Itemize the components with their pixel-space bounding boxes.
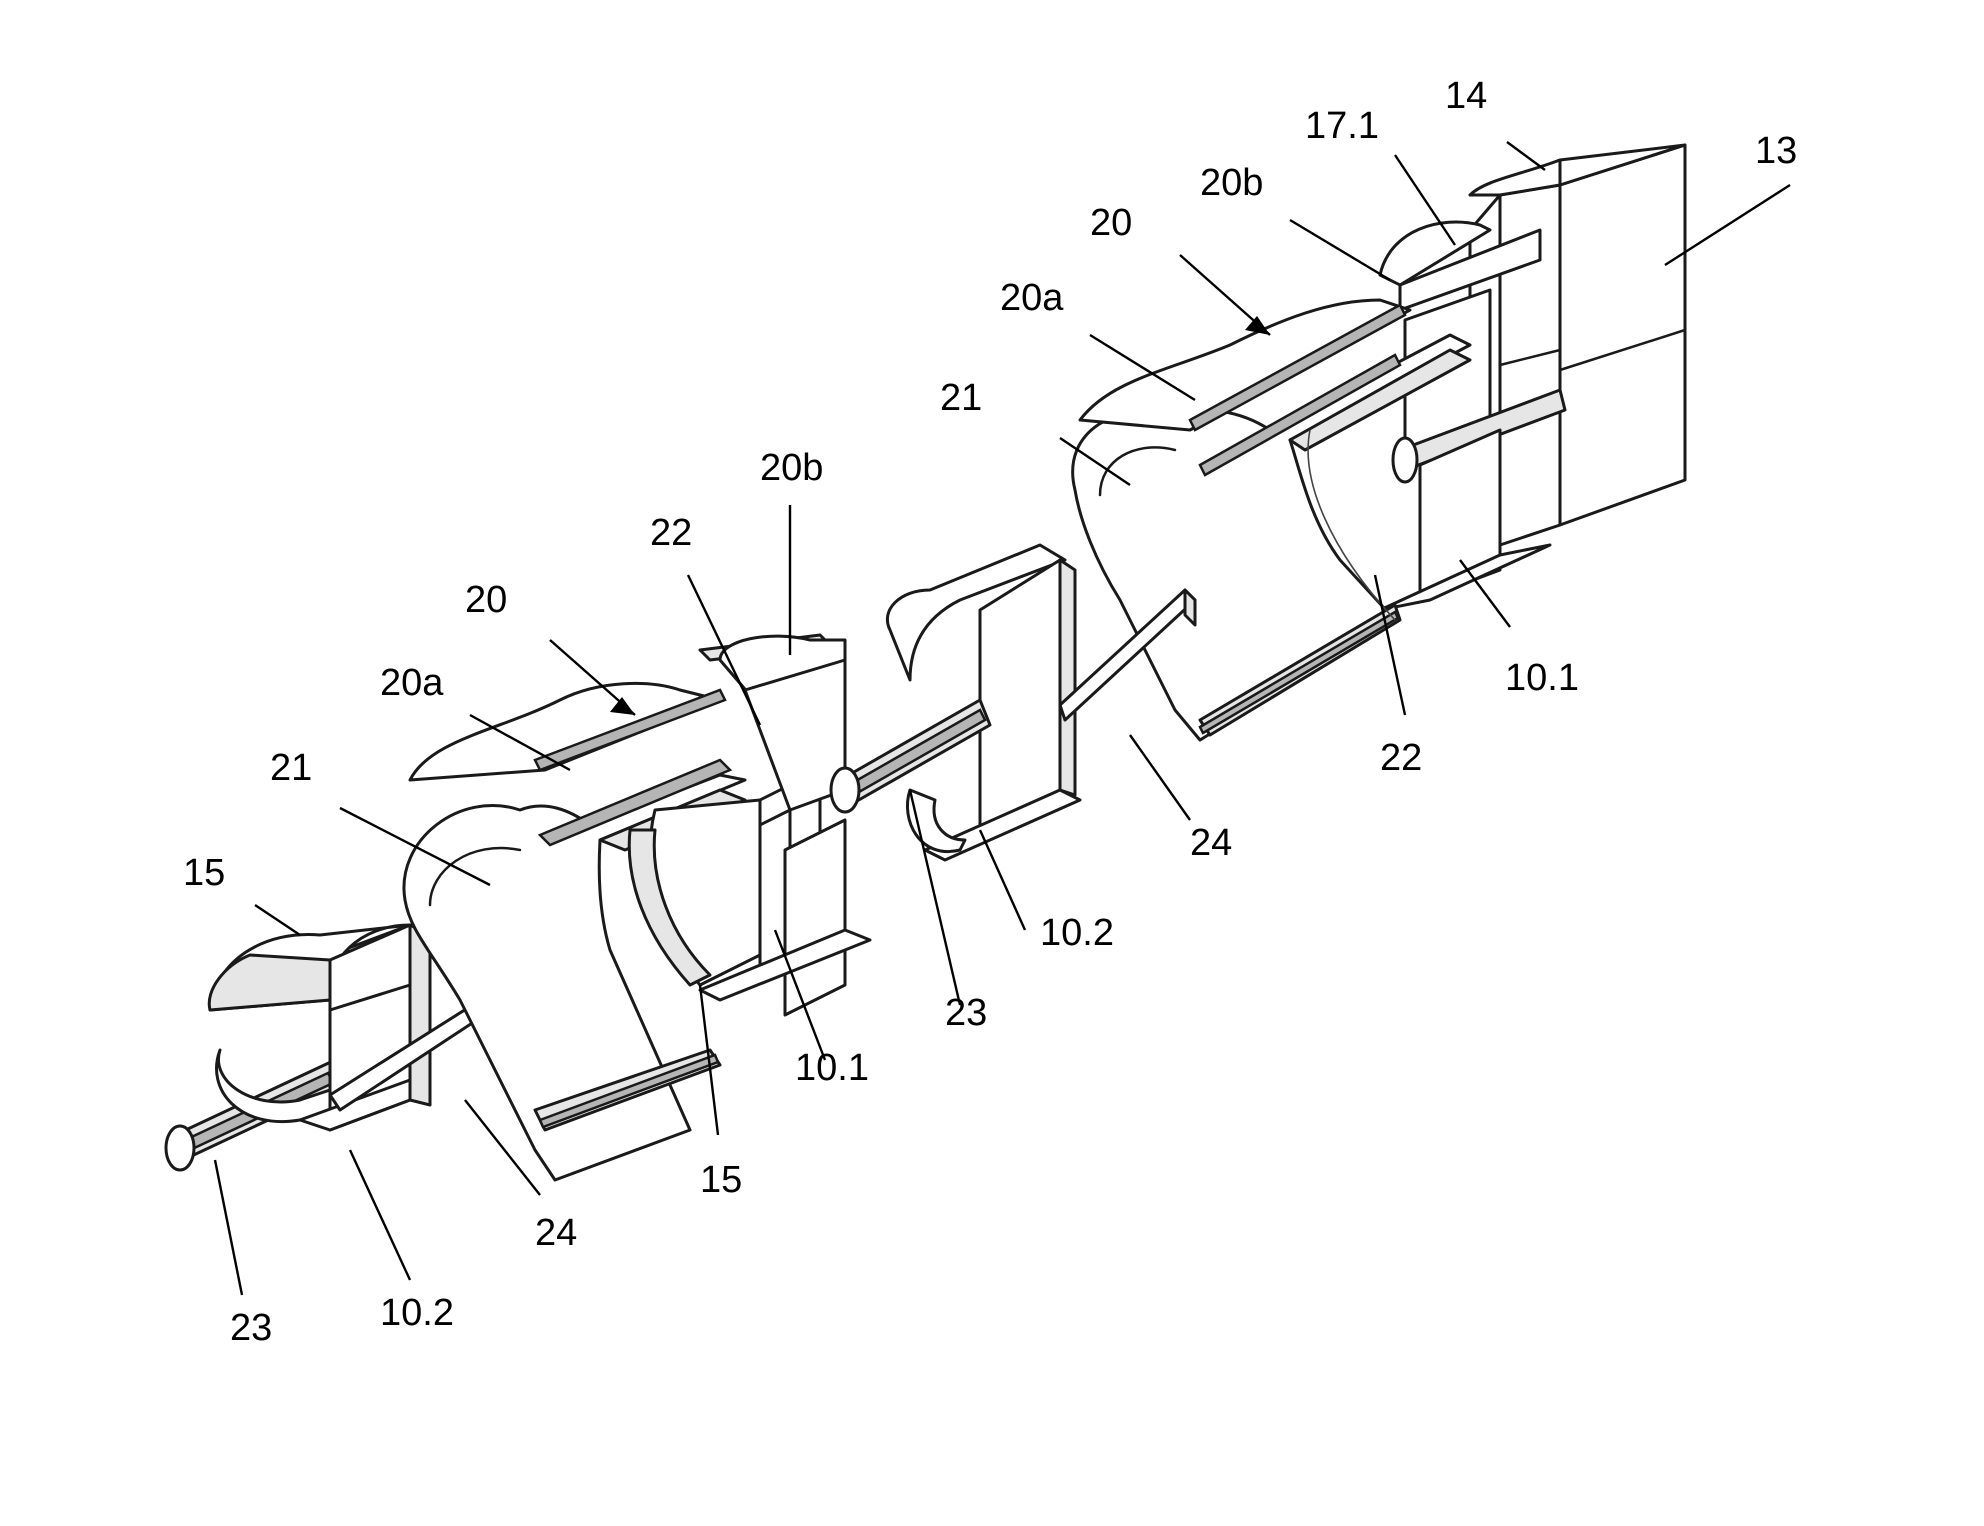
label-21-a: 21	[270, 747, 312, 789]
label-17-1: 17.1	[1305, 105, 1379, 147]
label-20b-a: 20b	[760, 447, 823, 489]
label-20b-b: 20b	[1200, 162, 1263, 204]
label-14: 14	[1445, 75, 1487, 117]
label-10-1-a: 10.1	[795, 1047, 869, 1089]
label-20-b: 20	[1090, 202, 1132, 244]
label-23-a: 23	[945, 992, 987, 1034]
label-20-a: 20	[465, 579, 507, 621]
label-15-b: 15	[700, 1159, 742, 1201]
label-10-2-a: 10.2	[1040, 912, 1114, 954]
end-block-13	[1470, 145, 1685, 545]
label-13: 13	[1755, 130, 1797, 172]
label-24-a: 24	[535, 1212, 577, 1254]
right-assembly	[831, 145, 1685, 860]
label-20a-b: 20a	[1000, 277, 1064, 319]
label-22-a: 22	[650, 512, 692, 554]
label-23-b: 23	[230, 1307, 272, 1349]
label-20a-a: 20a	[380, 662, 444, 704]
label-22-b: 22	[1380, 737, 1422, 779]
plate-20a-left	[410, 683, 725, 780]
label-24-b: 24	[1190, 822, 1232, 864]
label-21-b: 21	[940, 377, 982, 419]
label-15-a: 15	[183, 852, 225, 894]
label-10-2-b: 10.2	[380, 1292, 454, 1334]
label-10-1-b: 10.1	[1505, 657, 1579, 699]
left-assembly	[166, 635, 870, 1180]
